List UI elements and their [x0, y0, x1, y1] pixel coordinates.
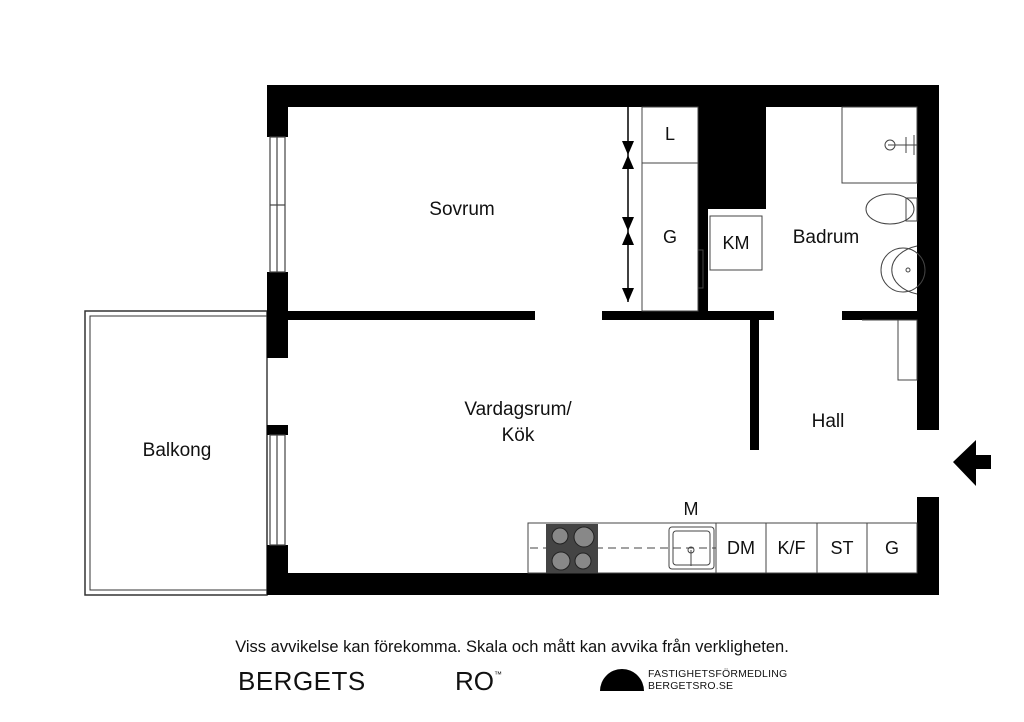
- room-label-kok: Kök: [501, 425, 535, 446]
- room-label-badrum: Badrum: [792, 227, 860, 248]
- brand-name-ro: RO: [455, 666, 494, 696]
- toilet: [865, 193, 918, 225]
- entrance-arrow: [953, 440, 991, 486]
- dimension-arrows: [622, 141, 634, 302]
- shower: [841, 106, 918, 184]
- kitchen-sink: [668, 526, 715, 570]
- agency-logo-icon: [600, 669, 644, 691]
- trademark-symbol: ™: [494, 670, 502, 679]
- window-bedroom: [269, 136, 286, 273]
- brand-name-right: RO™: [455, 666, 502, 697]
- fixture-label-microwave: M: [683, 499, 699, 519]
- room-label-balkong: Balkong: [142, 440, 212, 461]
- room-label-sovrum: Sovrum: [429, 199, 495, 220]
- agency-text: FASTIGHETSFÖRMEDLING BERGETSRO.SE: [648, 668, 787, 692]
- fixture-label-wardrobe-bedroom: G: [662, 227, 677, 247]
- washing-machine: [709, 215, 763, 271]
- window-living: [269, 434, 286, 546]
- disclaimer-text: Viss avvikelse kan förekomma. Skala och …: [235, 638, 789, 656]
- brand-name-left: BERGETS: [238, 666, 366, 696]
- fixture-label-wardrobe-kitchen: G: [884, 538, 899, 558]
- hall-door: [862, 319, 918, 381]
- bathroom-sink: [880, 245, 926, 295]
- agency-line-1: FASTIGHETSFÖRMEDLING: [648, 668, 788, 680]
- stove: [546, 524, 598, 573]
- fixture-label-fridge-freezer: K/F: [777, 538, 806, 558]
- door-frame-small: [697, 249, 704, 289]
- room-label-hall: Hall: [811, 411, 845, 432]
- fixture-label-linen: L: [664, 124, 675, 144]
- fixture-label-dishwasher: DM: [727, 538, 755, 558]
- bedroom-wardrobes: [627, 106, 699, 312]
- room-label-vardagsrum: Vardagsrum/: [464, 399, 572, 420]
- fixture-label-washing-machine: KM: [722, 233, 750, 253]
- agency-line-2: BERGETSRO.SE: [648, 680, 734, 692]
- fixture-label-cleaning-closet: ST: [830, 538, 854, 558]
- balcony: [84, 310, 268, 596]
- outer-walls: [267, 85, 939, 595]
